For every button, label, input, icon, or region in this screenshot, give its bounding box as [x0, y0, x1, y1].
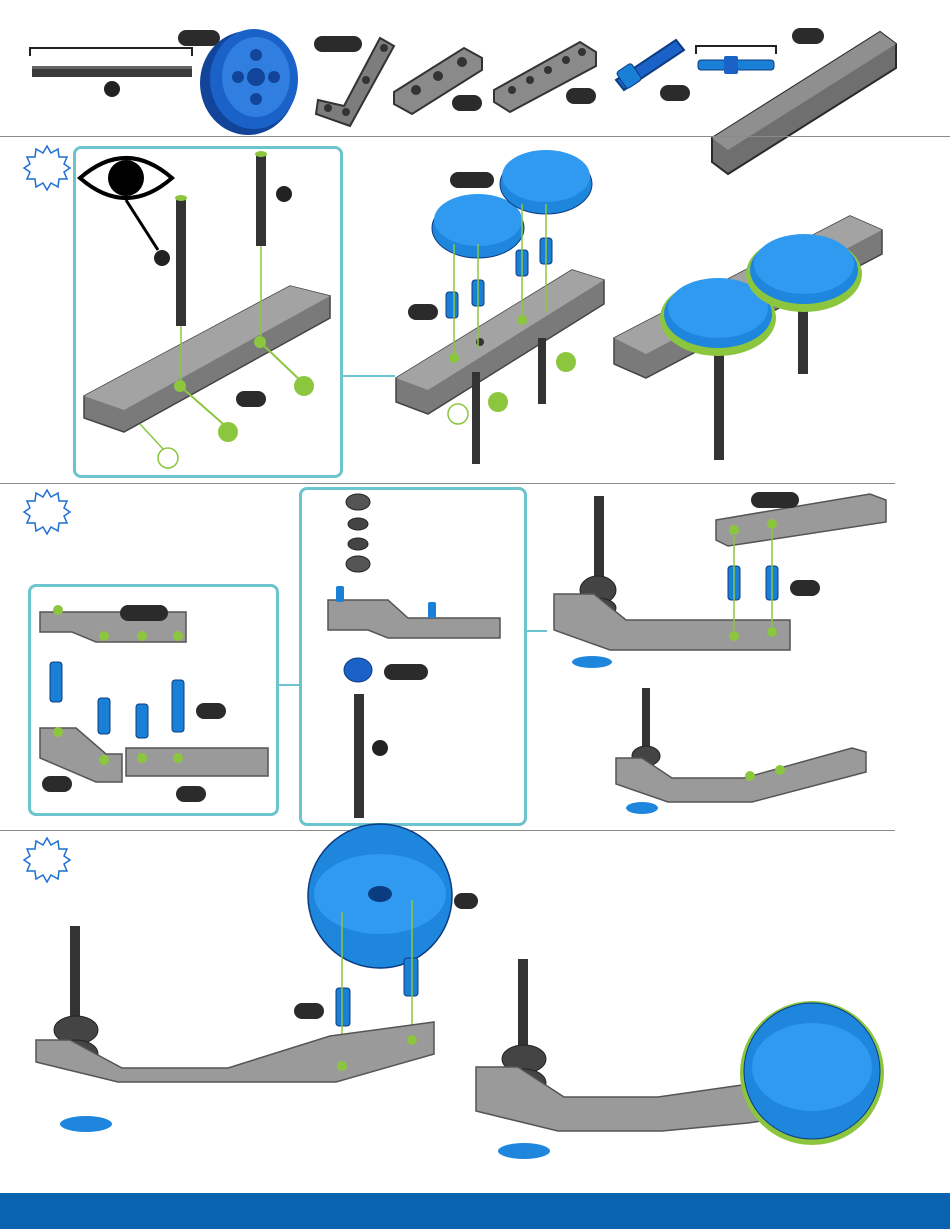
part-count-pill	[294, 1003, 324, 1019]
eye-icon	[78, 150, 178, 210]
angled-beam-part	[310, 34, 400, 134]
connector-line	[527, 630, 547, 632]
part-count-pill	[660, 85, 690, 101]
step-1-result-assembly	[610, 212, 900, 462]
step-1-markers	[150, 370, 410, 490]
section-divider	[0, 830, 895, 831]
step-2-shaft-stack	[318, 490, 528, 820]
part-count-pill	[790, 580, 820, 596]
part-count-pill	[236, 391, 266, 407]
step-2-result-bottom	[612, 684, 872, 824]
medium-beam-part	[490, 36, 600, 116]
step-1-badge	[24, 144, 70, 190]
parts-strip	[0, 0, 950, 135]
part-count-pill	[452, 95, 482, 111]
part-count-pill	[120, 605, 168, 621]
step-2-result-top	[550, 490, 900, 680]
section-divider	[0, 483, 895, 484]
step-3-gear-assembly	[30, 850, 460, 1140]
part-count-pill	[384, 664, 428, 680]
long-plate-part	[704, 28, 904, 178]
part-count-pill	[450, 172, 494, 188]
part-count-pill	[566, 88, 596, 104]
part-count-pill	[408, 304, 438, 320]
part-count-pill	[751, 492, 799, 508]
section-divider	[0, 136, 950, 137]
connector-line	[343, 375, 395, 377]
step-2-beam-set	[36, 598, 276, 798]
part-count-pill	[196, 703, 226, 719]
part-count-pill	[454, 893, 478, 909]
step-2-badge	[24, 488, 70, 534]
part-count-pill	[42, 776, 72, 792]
pulley-part	[198, 25, 308, 135]
footer-bar	[0, 1193, 950, 1229]
part-count-pill	[176, 786, 206, 802]
step-3-result-assembly	[472, 955, 892, 1175]
step-1-shafts	[170, 150, 290, 350]
connector-line	[279, 684, 301, 686]
